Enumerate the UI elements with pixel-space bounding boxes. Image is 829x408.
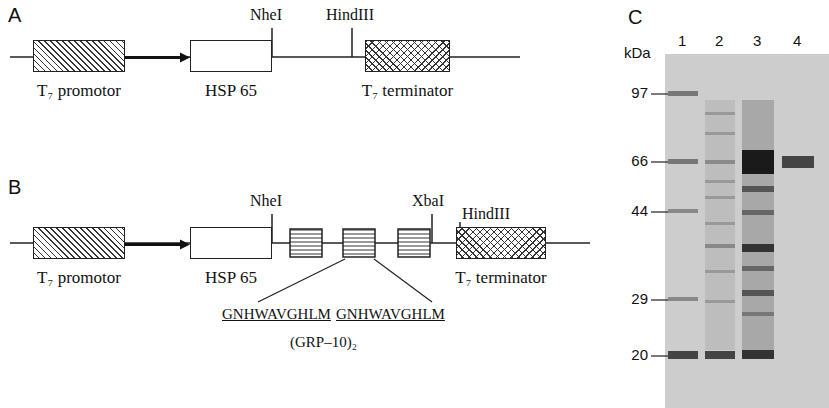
arrow-connector (125, 240, 190, 250)
peptide-sequence: GNHWAVGHLM (336, 306, 445, 323)
panel-letter: C (628, 6, 642, 29)
marker-size: 20 (631, 346, 648, 363)
axis-unit: kDa (624, 44, 651, 61)
repeat-box (343, 229, 375, 257)
site-name: NheI (250, 192, 282, 210)
gel (665, 54, 829, 408)
lane-number: 1 (678, 32, 686, 49)
element-label: HSP 65 (205, 81, 257, 101)
site-name: NheI (250, 6, 282, 24)
site-name: HindIII (326, 6, 374, 24)
repeat-box (398, 229, 430, 257)
zoom-line (258, 259, 345, 302)
site-tick (351, 28, 353, 57)
lane-number: 2 (715, 32, 723, 49)
site-name: HindIII (462, 205, 510, 223)
gel-bands (668, 91, 814, 359)
marker-size: 44 (631, 202, 648, 219)
element-label: T₇ terminator (362, 81, 453, 101)
panel-letter: A (8, 4, 21, 27)
terminator-box: T₇ terminator (456, 227, 546, 259)
gene-box: HSP 65 (190, 40, 272, 72)
marker-size: 66 (631, 152, 648, 169)
site-tick (431, 214, 433, 243)
repeat-box (290, 229, 322, 257)
element-label: T₇ promotor (37, 81, 121, 101)
peptide-sequence: GNHWAVGHLM (222, 306, 331, 323)
gene-box: HSP 65 (190, 227, 272, 259)
element-label: T₇ promotor (37, 268, 121, 288)
marker-size: 29 (631, 290, 648, 307)
terminator-box: T₇ terminator (365, 40, 450, 72)
element-label: T₇ terminator (455, 268, 546, 288)
promoter-box: T₇ promotor (33, 227, 125, 259)
lane-number: 4 (793, 32, 801, 49)
lane-number: 3 (753, 32, 761, 49)
arrow-connector (125, 53, 190, 63)
repeat-name: (GRP–10)₂ (290, 334, 357, 351)
panel-letter: B (8, 176, 21, 199)
promoter-box: T₇ promotor (33, 40, 125, 72)
zoom-line (374, 259, 432, 302)
marker-ticks (651, 94, 668, 356)
element-label: HSP 65 (205, 268, 257, 288)
site-name: XbaI (412, 192, 444, 210)
marker-size: 97 (631, 84, 648, 101)
